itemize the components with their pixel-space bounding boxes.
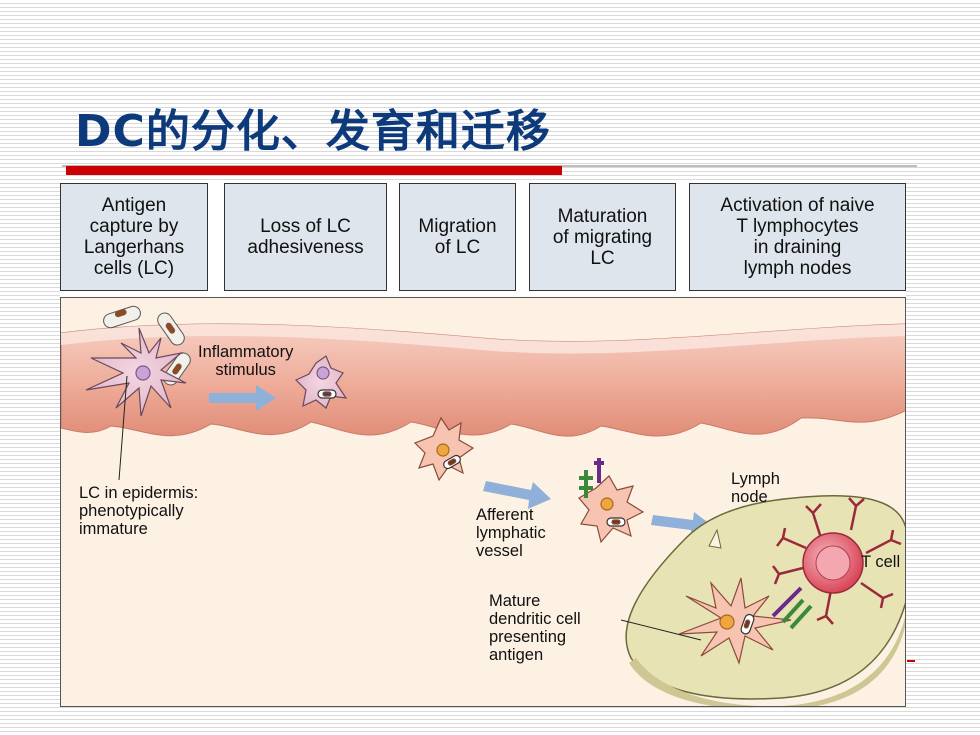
langerhans-cell xyxy=(85,327,187,417)
label-lc-in-epidermis: LC in epidermis: phenotypically immature xyxy=(79,484,199,538)
step-maturation: Maturation of migrating LC xyxy=(529,183,676,291)
antigen-capsules xyxy=(103,305,191,386)
step-migration: Migration of LC xyxy=(399,183,516,291)
slide-title: DC的分化、发育和迁移 xyxy=(75,106,551,157)
label-inflammatory-stimulus: Inflammatory stimulus xyxy=(198,343,294,379)
mature-dendritic-cell xyxy=(678,577,813,666)
label-afferent-lymphatic-vessel: Afferent lymphatic vessel xyxy=(476,506,546,560)
lymph-node xyxy=(625,494,905,706)
arrow-inflammatory xyxy=(209,385,276,411)
leader-lc-epidermis xyxy=(118,375,128,481)
step-label: Loss of LC adhesiveness xyxy=(247,216,364,258)
step-label: Migration of LC xyxy=(418,216,497,258)
corner-mark xyxy=(907,660,915,662)
t-cell xyxy=(772,497,902,625)
step-label: Antigen capture by Langerhans cells (LC) xyxy=(83,195,185,279)
migrating-lc-1 xyxy=(294,355,348,409)
step-label: Maturation of migrating LC xyxy=(552,205,653,269)
leader-mature-dc xyxy=(620,619,702,641)
migrating-lc-2 xyxy=(413,416,475,482)
label-t-cell: T cell xyxy=(861,553,901,571)
step-label: Activation of naive T lymphocytes in dra… xyxy=(720,195,875,279)
label-mature-dendritic-cell: Mature dendritic cell presenting antigen xyxy=(489,592,581,664)
title-accent-bar xyxy=(66,166,562,175)
step-loss-of-adhesiveness: Loss of LC adhesiveness xyxy=(224,183,387,291)
arrow-afferent-1 xyxy=(483,481,551,509)
step-t-cell-activation: Activation of naive T lymphocytes in dra… xyxy=(689,183,906,291)
skin-illustration: Inflammatory stimulus LC in epidermis: p… xyxy=(60,297,906,707)
label-lymph-node: Lymph node xyxy=(731,470,780,506)
stratum-corneum xyxy=(61,323,905,354)
step-antigen-capture: Antigen capture by Langerhans cells (LC) xyxy=(60,183,208,291)
illustration-svg xyxy=(61,305,905,706)
diagram: Antigen capture by Langerhans cells (LC)… xyxy=(60,183,906,707)
maturing-lc xyxy=(578,458,645,544)
